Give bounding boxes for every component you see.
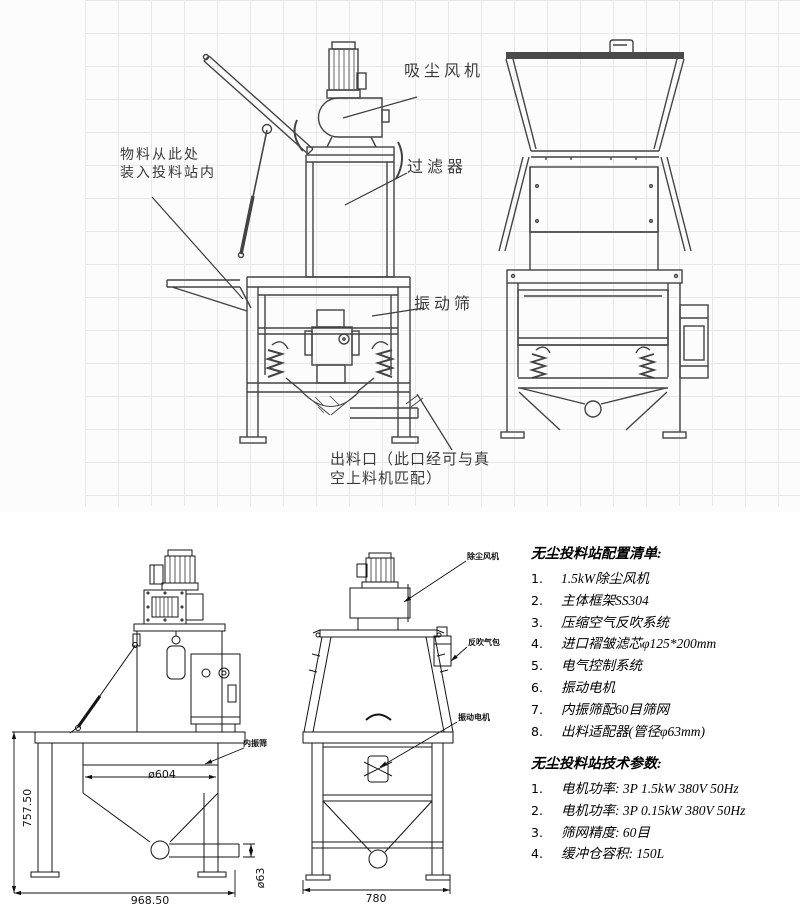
item-text: 振动电机 — [561, 679, 615, 695]
item-text: 主体框架SS304 — [561, 592, 649, 608]
item-number: 2. — [531, 592, 543, 608]
config-item-5: 5. 电气控制系统 — [531, 654, 797, 676]
item-number: 6. — [531, 679, 543, 695]
configuration-list: 无尘投料站配置清单: 1. 1.5kW除尘风机 2. 主体框架SS304 3. 压缩空… — [531, 543, 797, 741]
param-item-4: 4. 缓冲仓容积: 150L — [531, 842, 797, 864]
config-item-2: 2. 主体框架SS304 — [531, 589, 797, 611]
config-item-6: 6. 振动电机 — [531, 676, 797, 698]
config-item-4: 4. 进口褶皱滤芯φ125*200mm — [531, 632, 797, 654]
top-schematic-svg — [151, 39, 709, 451]
label-material-line1: 物料从此处 — [120, 146, 200, 162]
item-text: 电气控制系统 — [561, 658, 642, 674]
label-vibration-motor: 振动电机 — [458, 713, 490, 722]
front-view-drawing — [166, 41, 424, 444]
label-inner-sieve: 内振筛 — [243, 739, 267, 748]
item-number: 3. — [531, 614, 543, 630]
top-schematic-section: 吸尘风机 过滤器 物料从此处 装入投料站内 振动筛 出料口（此口经可与真 空上料… — [85, 0, 800, 506]
dim-drum-604: ø604 — [148, 768, 176, 781]
item-number: 7. — [531, 701, 543, 717]
label-dust-removal-fan: 除尘风机 — [467, 552, 499, 561]
item-number: 4. — [531, 846, 543, 862]
item-text: 进口褶皱滤芯φ125*200mm — [561, 636, 717, 652]
param-item-2: 2. 电机功率: 3P 0.15kW 380V 50Hz — [531, 799, 797, 821]
configuration-list-title: 无尘投料站配置清单: — [531, 547, 662, 562]
label-outlet-line1: 出料口（此口经可与真 — [330, 451, 491, 468]
label-suction-fan: 吸尘风机 — [404, 63, 485, 80]
parameters-list: 无尘投料站技术参数: 1. 电机功率: 3P 1.5kW 380V 50Hz 2.… — [531, 753, 797, 864]
item-text: 电机功率: 3P 0.15kW 380V 50Hz — [561, 802, 746, 818]
item-number: 1. — [531, 781, 543, 796]
item-number: 1. — [531, 571, 543, 586]
item-text: 内振筛配60目筛网 — [561, 701, 669, 717]
graph-paper-background — [85, 0, 800, 506]
config-item-7: 7. 内振筛配60目筛网 — [531, 698, 797, 720]
label-filter: 过滤器 — [407, 159, 468, 176]
bottom-drawing-section: 除尘风机 反吹气包 振动电机 内振筛 757.50 ø604 968.50 ø6… — [0, 512, 800, 911]
bottom-drawing-svg — [11, 549, 468, 897]
bottom-leader-lines — [204, 560, 468, 768]
config-item-3: 3. 压缩空气反吹系统 — [531, 611, 797, 633]
dim-outlet-63: ø63 — [254, 867, 267, 889]
label-blowback-air-tank: 反吹气包 — [468, 638, 500, 647]
param-item-1: 1. 电机功率: 3P 1.5kW 380V 50Hz — [531, 777, 797, 799]
label-material-line2: 装入投料站内 — [120, 163, 216, 180]
dim-height-757: 757.50 — [21, 788, 34, 828]
parameters-list-title: 无尘投料站技术参数: — [531, 757, 662, 772]
side-view-drawing — [498, 39, 709, 439]
item-number: 3. — [531, 824, 543, 840]
item-number: 5. — [531, 658, 543, 674]
label-vibrating-sieve: 振动筛 — [414, 296, 475, 313]
config-item-1: 1. 1.5kW除尘风机 — [531, 567, 797, 589]
dim-width-968: 968.50 — [130, 894, 170, 907]
item-text: 1.5kW除尘风机 — [561, 571, 650, 586]
top-leader-lines — [151, 96, 453, 451]
item-text: 压缩空气反吹系统 — [561, 614, 669, 630]
item-text: 筛网精度: 60目 — [561, 824, 650, 840]
label-material-note: 物料从此处 装入投料站内 — [120, 146, 216, 181]
item-text: 出料适配器(管径φ63mm) — [561, 723, 705, 739]
item-text: 电机功率: 3P 1.5kW 380V 50Hz — [561, 781, 739, 796]
config-item-8: 8. 出料适配器(管径φ63mm) — [531, 720, 797, 742]
item-number: 8. — [531, 723, 543, 739]
label-outlet-line2: 空上料机匹配） — [330, 469, 443, 487]
item-number: 4. — [531, 636, 543, 652]
dimensioned-front-drawing — [30, 549, 246, 878]
dimension-lines — [11, 731, 451, 897]
dim-width-780: 780 — [365, 892, 387, 905]
dimensioned-side-drawing — [302, 552, 454, 881]
param-item-3: 3. 筛网精度: 60目 — [531, 821, 797, 843]
label-outlet-note: 出料口（此口经可与真 空上料机匹配） — [330, 451, 490, 489]
item-text: 缓冲仓容积: 150L — [561, 846, 665, 862]
item-number: 2. — [531, 802, 543, 818]
